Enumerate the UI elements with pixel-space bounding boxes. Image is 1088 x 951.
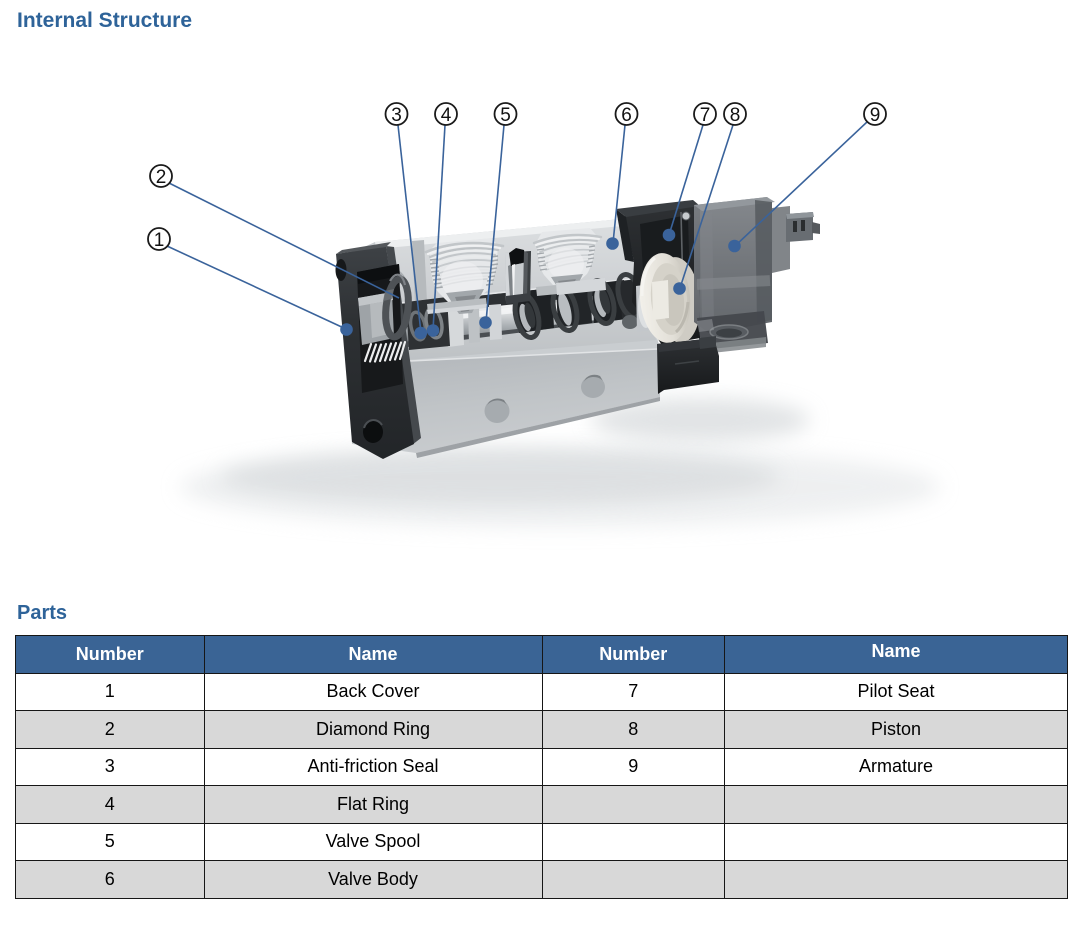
svg-text:8: 8 (730, 105, 741, 126)
svg-text:4: 4 (441, 105, 452, 126)
svg-text:2: 2 (156, 167, 167, 188)
svg-text:6: 6 (621, 105, 632, 126)
svg-text:9: 9 (870, 105, 881, 126)
svg-text:7: 7 (700, 105, 711, 126)
svg-text:5: 5 (500, 105, 511, 126)
svg-text:1: 1 (154, 230, 165, 251)
svg-text:3: 3 (391, 105, 402, 126)
